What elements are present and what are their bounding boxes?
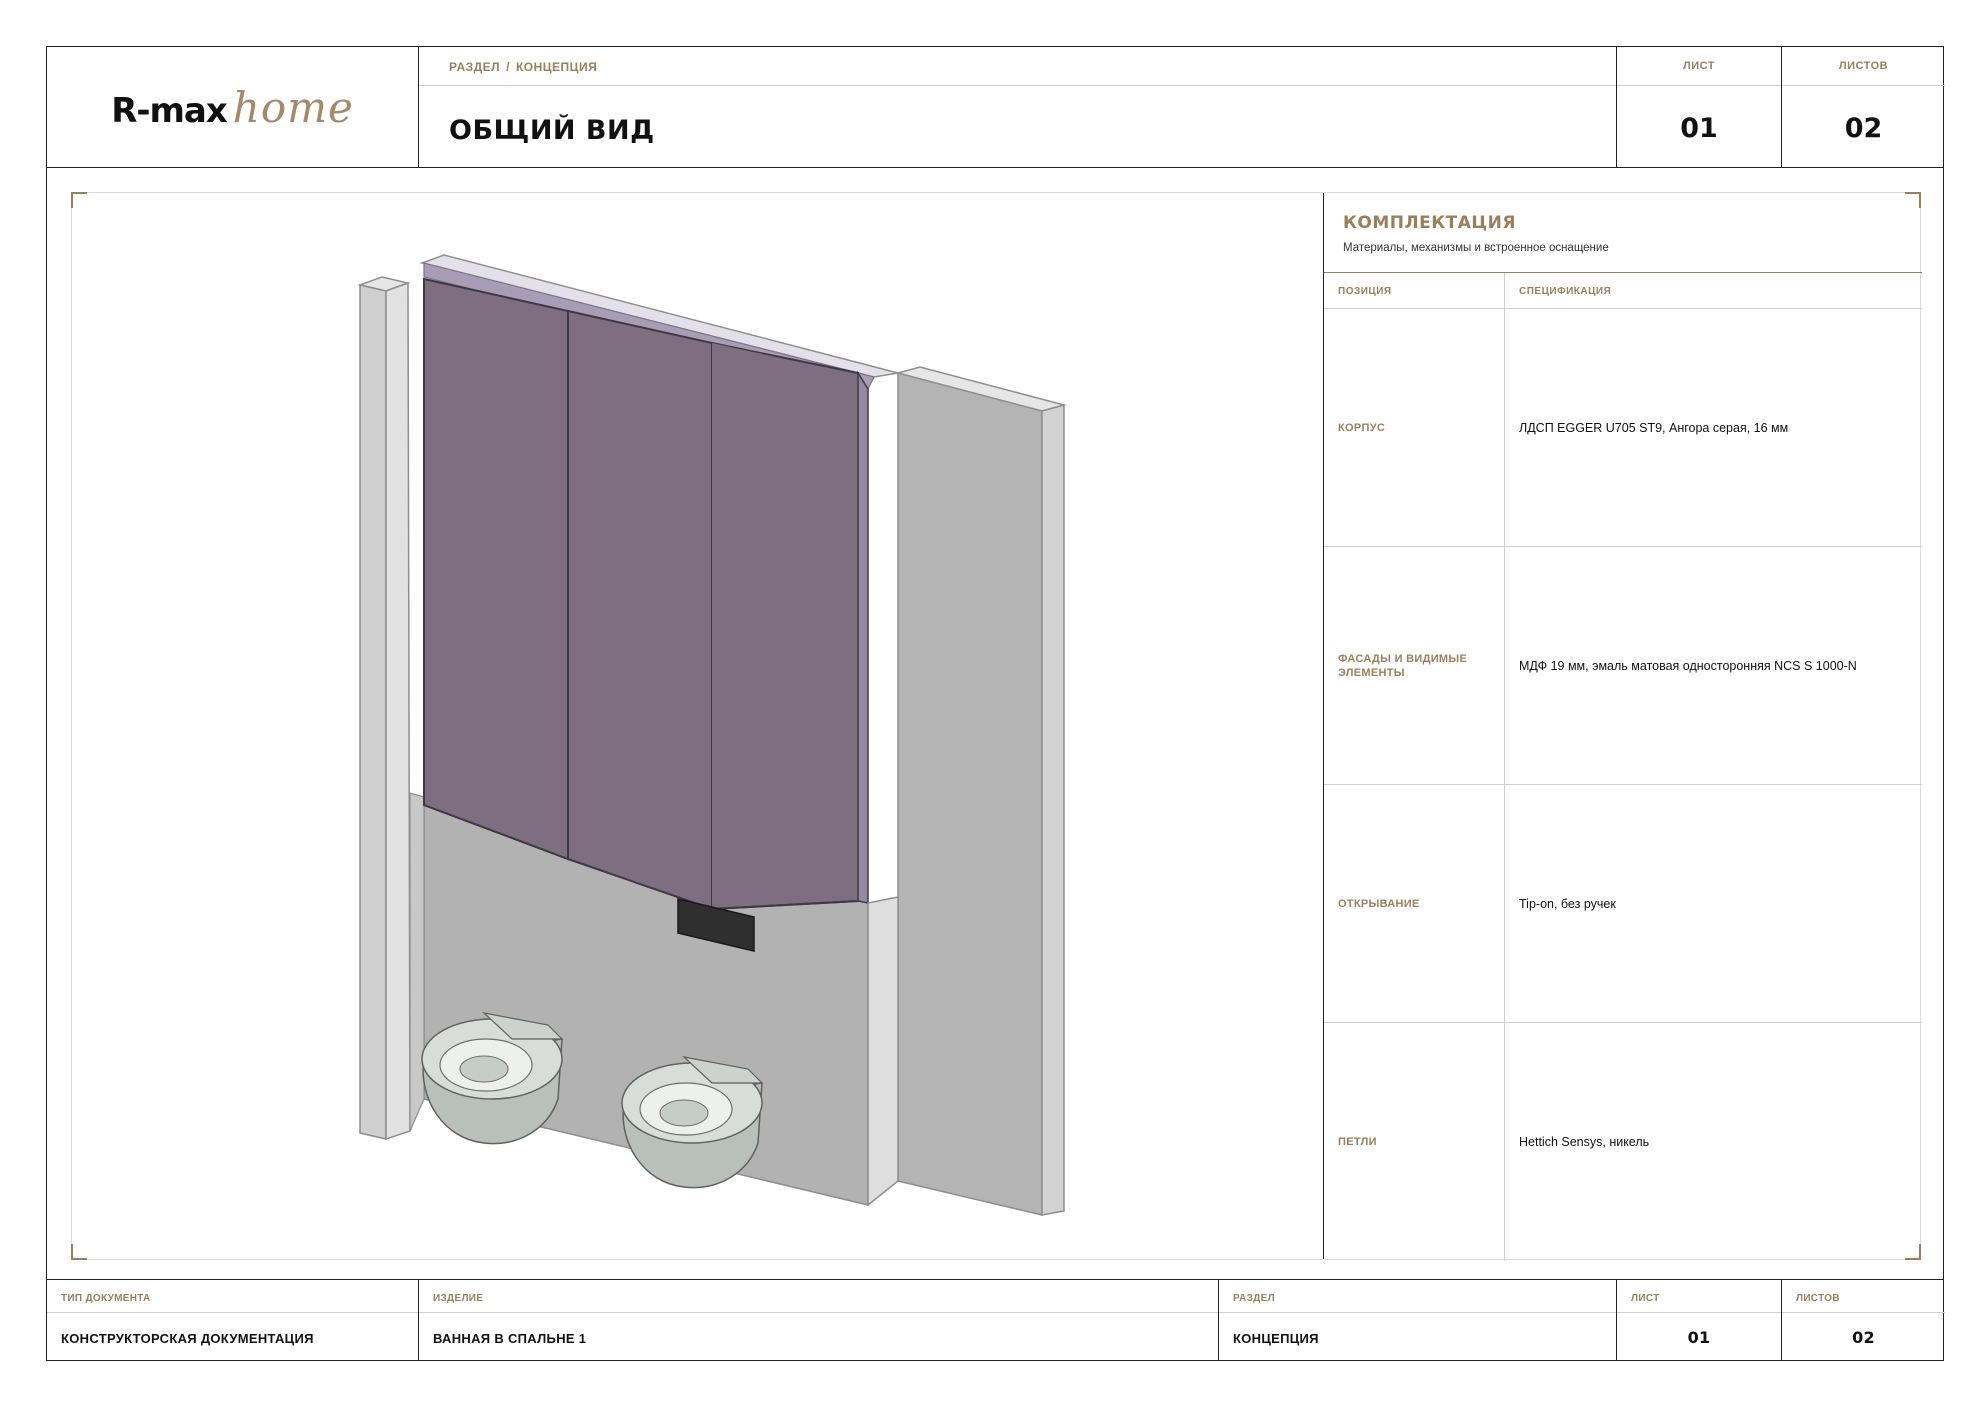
footer-value: КОНЦЕПЦИЯ	[1233, 1331, 1319, 1346]
sheet-number-cell: ЛИСТ 01	[1617, 47, 1782, 167]
sheet-label: ЛИСТ	[1682, 60, 1715, 72]
spec-row: КОРПУС ЛДСП EGGER U705 ST9, Ангора серая…	[1324, 309, 1922, 547]
page-title: ОБЩИЙ ВИД	[449, 115, 655, 146]
corner-mark	[71, 192, 87, 208]
breadcrumb-section: РАЗДЕЛ	[449, 60, 501, 74]
logo-cell: R-max home	[47, 47, 419, 167]
spec-title: КОМПЛЕКТАЦИЯ	[1343, 213, 1516, 233]
title-block-header: R-max home РАЗДЕЛ / КОНЦЕПЦИЯ ОБЩИЙ ВИД ЛИ…	[47, 47, 1945, 168]
spec-row-value: Hettich Sensys, никель	[1519, 1135, 1650, 1149]
cabinet-door-2	[567, 309, 713, 911]
footer-product: ИЗДЕЛИЕ ВАННАЯ В СПАЛЬНЕ 1	[419, 1280, 1219, 1360]
corner-mark	[71, 1244, 87, 1260]
logo-wordmark: R-max	[111, 90, 228, 131]
footer-sheet: ЛИСТ 01	[1617, 1280, 1782, 1360]
drawing-sheet: R-max home РАЗДЕЛ / КОНЦЕПЦИЯ ОБЩИЙ ВИД ЛИ…	[46, 46, 1945, 1361]
corner-mark	[1905, 192, 1921, 208]
spec-rows: КОРПУС ЛДСП EGGER U705 ST9, Ангора серая…	[1324, 309, 1922, 1261]
spec-row-value: ЛДСП EGGER U705 ST9, Ангора серая, 16 мм	[1519, 420, 1789, 435]
footer-value: 02	[1852, 1328, 1875, 1347]
corner-mark	[1905, 1244, 1921, 1260]
footer-doc-type: ТИП ДОКУМЕНТА КОНСТРУКТОРСКАЯ ДОКУМЕНТАЦ…	[47, 1280, 419, 1360]
flush-plate	[677, 898, 755, 952]
wall-hung-toilet-2	[621, 1056, 764, 1189]
footer-label: ЛИСТОВ	[1796, 1293, 1840, 1304]
spec-row: ПЕТЛИ Hettich Sensys, никель	[1324, 1023, 1922, 1261]
footer-label: ИЗДЕЛИЕ	[433, 1293, 484, 1304]
breadcrumb: РАЗДЕЛ / КОНЦЕПЦИЯ	[449, 60, 597, 74]
spec-row-key: КОРПУС	[1338, 421, 1386, 434]
bathroom-isometric-render	[357, 254, 1067, 1216]
spec-row-value: Tip-on, без ручек	[1519, 896, 1616, 911]
spec-column-headers: ПОЗИЦИЯ СПЕЦИФИКАЦИЯ	[1324, 273, 1922, 309]
company-logo: R-max home	[111, 83, 354, 132]
sheet-number: 01	[1680, 113, 1718, 144]
sheets-label: ЛИСТОВ	[1838, 60, 1889, 72]
spec-row-key: ФАСАДЫ И ВИДИМЫЕ ЭЛЕМЕНТЫ	[1338, 652, 1468, 679]
wall-hung-toilet-1	[421, 1012, 564, 1145]
lower-wall-left-strip	[409, 792, 425, 1132]
cabinet-side	[857, 370, 869, 904]
footer-value: ВАННАЯ В СПАЛЬНЕ 1	[433, 1331, 587, 1346]
spec-description: Материалы, механизмы и встроенное оснаще…	[1343, 242, 1609, 254]
footer-sheets: ЛИСТОВ 02	[1782, 1280, 1945, 1360]
cabinet-door-1	[423, 277, 569, 861]
cabinet-door-3-fix	[712, 343, 858, 909]
logo-script: home	[232, 82, 354, 132]
spec-row-key: ПЕТЛИ	[1338, 1136, 1377, 1148]
product-render	[72, 193, 1323, 1259]
spec-row-key: ОТКРЫВАНИЕ	[1338, 897, 1420, 910]
footer-label: ЛИСТ	[1631, 1293, 1660, 1304]
content-frame: КОМПЛЕКТАЦИЯ Материалы, механизмы и встр…	[71, 192, 1922, 1261]
footer-label: ТИП ДОКУМЕНТА	[61, 1293, 151, 1304]
spec-row: ФАСАДЫ И ВИДИМЫЕ ЭЛЕМЕНТЫ МДФ 19 мм, эма…	[1324, 547, 1922, 785]
sheet-count: 02	[1844, 113, 1883, 144]
column-header-specification: СПЕЦИФИКАЦИЯ	[1519, 286, 1612, 297]
breadcrumb-separator: /	[506, 60, 510, 74]
breadcrumb-current: КОНЦЕПЦИЯ	[515, 60, 598, 74]
footer-value: 01	[1687, 1328, 1711, 1347]
left-wall-front	[385, 281, 411, 1141]
spec-row: ОТКРЫВАНИЕ Tip-on, без ручек	[1324, 785, 1922, 1023]
column-header-position: ПОЗИЦИЯ	[1338, 286, 1392, 297]
specification-panel: КОМПЛЕКТАЦИЯ Материалы, механизмы и встр…	[1323, 193, 1922, 1261]
title-block-footer: ТИП ДОКУМЕНТА КОНСТРУКТОРСКАЯ ДОКУМЕНТАЦ…	[47, 1279, 1945, 1360]
footer-label: РАЗДЕЛ	[1233, 1293, 1275, 1304]
left-wall-side	[359, 284, 387, 1140]
footer-value: КОНСТРУКТОРСКАЯ ДОКУМЕНТАЦИЯ	[61, 1331, 314, 1346]
right-wall-panel	[897, 372, 1043, 1216]
right-wall-edge	[1041, 404, 1065, 1216]
right-trim	[867, 896, 899, 1207]
footer-section: РАЗДЕЛ КОНЦЕПЦИЯ	[1219, 1280, 1617, 1360]
sheet-count-cell: ЛИСТОВ 02	[1782, 47, 1945, 167]
title-cell: РАЗДЕЛ / КОНЦЕПЦИЯ ОБЩИЙ ВИД	[419, 47, 1617, 167]
spec-row-value: МДФ 19 мм, эмаль матовая односторонняя N…	[1519, 658, 1857, 673]
